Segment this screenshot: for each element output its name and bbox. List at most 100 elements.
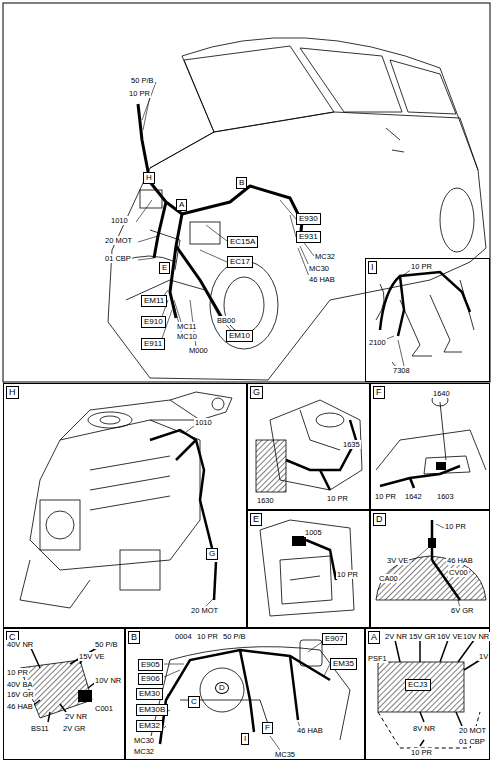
leader-line: [308, 642, 322, 652]
callout-label: 2V GR: [62, 724, 87, 733]
wiring-harness: [320, 470, 330, 490]
callout-label: 2V NR: [64, 712, 88, 721]
wire: [420, 740, 424, 746]
view-reference: D: [215, 682, 229, 694]
callout-label: 16V GR: [6, 690, 35, 699]
wiring-harness: [380, 272, 470, 336]
connector: [292, 536, 306, 546]
leader-line: [164, 642, 330, 750]
callout-label: 01 CBP: [104, 254, 132, 263]
panel-letter: B: [128, 631, 140, 644]
wiring-harness: [306, 540, 336, 580]
callout-label: BS11: [30, 724, 50, 733]
callout-label: MC11: [176, 322, 197, 331]
callout-label: 16V VE: [436, 632, 463, 641]
leader-line: [164, 726, 166, 728]
car-body: [184, 46, 334, 132]
callout-label: 46 HAB: [308, 275, 336, 284]
car-body: [108, 38, 486, 380]
connector-label: EM30: [139, 689, 160, 698]
wire: [440, 640, 448, 662]
callout-label: 3V VE: [386, 556, 409, 565]
connector-code: EM32: [136, 720, 163, 732]
connector: [436, 462, 446, 470]
callout-label: 40V BA: [6, 680, 33, 689]
callout-label: CA00: [378, 574, 399, 583]
connector-label: EM11: [144, 296, 164, 305]
connector-label: H: [146, 173, 152, 182]
panel-letter: G: [250, 386, 263, 399]
view-panel: I: [365, 258, 490, 382]
view-panel: BE905E906E907EM35EM30EM30BEM32CDIF: [125, 628, 365, 760]
connector-label: E907: [325, 634, 344, 643]
callout-label: BB00: [216, 316, 236, 325]
view-reference: C: [188, 696, 200, 708]
panel-letter: A: [368, 631, 380, 644]
wiring-harness: [410, 478, 414, 488]
connector-label: E930: [299, 214, 318, 223]
wire: [60, 704, 66, 712]
callout-label: 50 P/B: [130, 76, 155, 85]
leader-line: [412, 524, 460, 608]
view-reference: I: [241, 733, 249, 745]
wiring-harness: [138, 104, 302, 318]
leader-line: [270, 736, 280, 750]
connector-label: D: [219, 683, 225, 692]
callout-label: MC30: [133, 736, 155, 745]
callout-label: 10 PR: [444, 522, 467, 531]
leader-line: [206, 598, 214, 606]
callout-label: PSF1: [367, 654, 388, 663]
engine: [60, 400, 200, 440]
engine-bay: [140, 190, 162, 208]
gear-lever: [376, 430, 486, 470]
connector-code: EM11: [141, 295, 167, 307]
callout-label: MC30: [308, 264, 330, 273]
wiring-harness: [286, 420, 356, 490]
leader-line: [436, 524, 444, 528]
connector-code: E911: [141, 338, 165, 350]
callout-label: 10 PR: [410, 748, 433, 757]
callout-label: 40V NR: [6, 640, 34, 649]
engine: [212, 398, 224, 410]
callout-label: M000: [188, 346, 209, 355]
wiring-harness: [240, 650, 254, 732]
car-body: [300, 48, 402, 112]
callout-label: 15V GR: [408, 632, 437, 641]
connector-label: EC17: [230, 257, 250, 266]
callout-label: 7308: [392, 366, 411, 375]
callout-label: MC32: [133, 747, 155, 756]
wiring-harness: [160, 650, 330, 744]
connector-label: B: [239, 178, 244, 187]
leader-line: [200, 250, 227, 262]
callout-label: MC32: [314, 252, 336, 261]
leader-line: [384, 269, 412, 366]
callout-label: 10V NR: [462, 632, 490, 641]
wire: [30, 646, 40, 668]
callout-label: 20 MOT: [458, 726, 487, 735]
engine-bay: [190, 222, 220, 244]
callout-label: 1630: [256, 496, 275, 505]
connector-label: E911: [144, 339, 162, 348]
mounting-dome: [376, 556, 486, 600]
leader-line: [136, 200, 152, 222]
connector-label: I: [244, 734, 246, 743]
gearbox: [316, 413, 344, 427]
view-panel: F: [370, 383, 490, 510]
dashboard: [150, 640, 350, 740]
callout-label: 1635: [342, 440, 361, 449]
callout-label: CV00: [448, 568, 469, 577]
connector-code: EC15A: [227, 236, 258, 248]
callout-label: 1603: [436, 492, 455, 501]
view-reference: A: [176, 199, 187, 211]
leader-line: [206, 225, 227, 241]
connector-label: E910: [144, 317, 163, 326]
connector-label: F: [265, 723, 270, 732]
engine: [46, 511, 74, 539]
callout-label: 10 PR: [128, 89, 151, 98]
wiring-harness: [154, 202, 166, 258]
ecu-box: [256, 440, 286, 492]
callout-label: 0004: [174, 632, 193, 641]
wiring-harness: [150, 430, 216, 600]
callout-label: 10 PR: [336, 570, 359, 579]
